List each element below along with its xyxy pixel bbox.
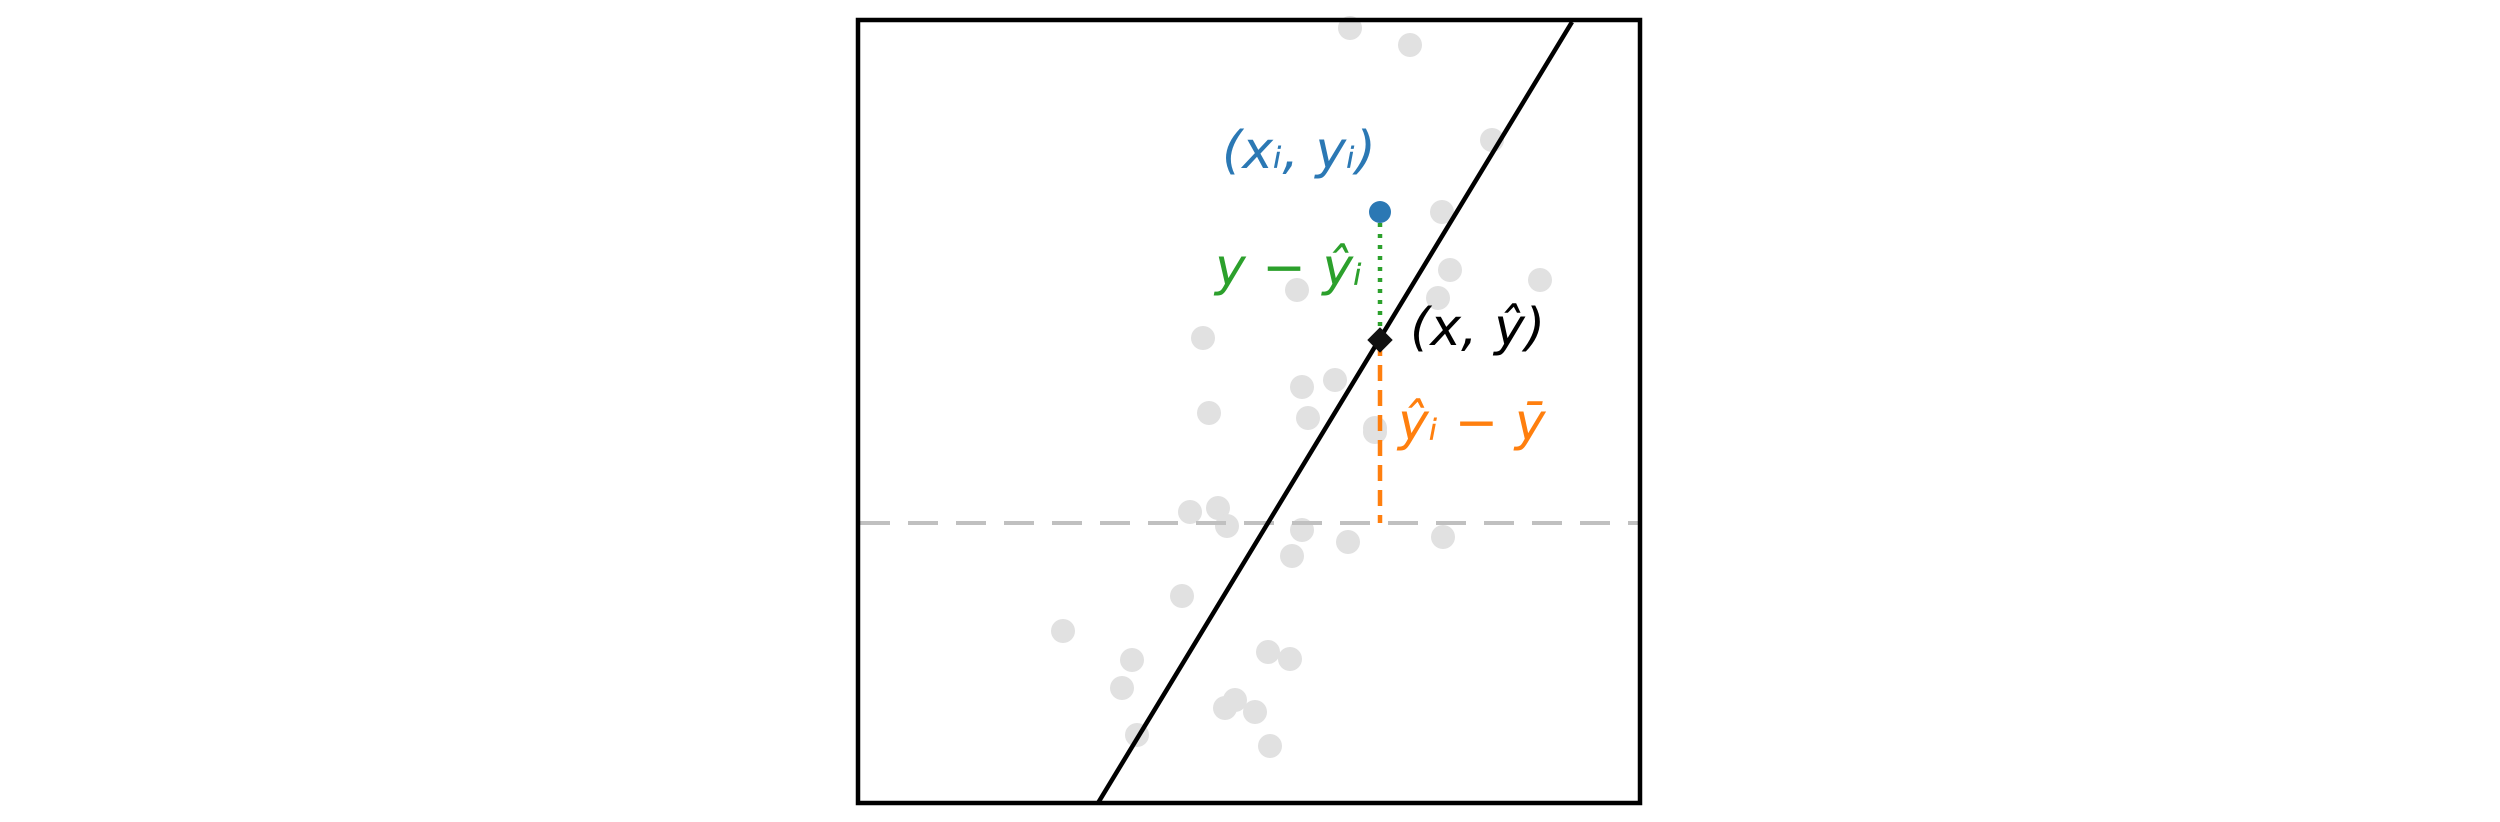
- explained-label: ŷᵢ − ȳ: [1396, 393, 1547, 453]
- background-scatter-points: [1051, 16, 1552, 758]
- scatter-point: [1178, 500, 1202, 524]
- scatter-point: [1296, 406, 1320, 430]
- regression-line: [1096, 20, 1574, 805]
- scatter-point: [1280, 544, 1304, 568]
- observed-point: [1369, 201, 1391, 223]
- scatter-point: [1170, 584, 1194, 608]
- plot-frame: [855, 17, 1643, 806]
- scatter-point: [1215, 514, 1239, 538]
- scatter-point: [1323, 368, 1347, 392]
- scatter-point: [1290, 375, 1314, 399]
- fitted-point-label: (x, ŷ): [1410, 298, 1545, 358]
- scatter-point: [1120, 648, 1144, 672]
- scatter-point: [1256, 640, 1280, 664]
- scatter-point: [1336, 530, 1360, 554]
- scatter-point: [1197, 401, 1221, 425]
- scatter-point: [1430, 200, 1454, 224]
- scatter-point: [1398, 33, 1422, 57]
- scatter-point: [1051, 619, 1075, 643]
- scatter-point: [1191, 326, 1215, 350]
- scatter-point: [1528, 268, 1552, 292]
- scatter-point: [1438, 258, 1462, 282]
- scatter-point: [1243, 700, 1267, 724]
- scatter-point: [1431, 525, 1455, 549]
- scatter-point: [1278, 647, 1302, 671]
- scatter-point: [1363, 420, 1387, 444]
- scatter-point: [1426, 286, 1450, 310]
- observed-point-label: (xᵢ, yᵢ): [1222, 121, 1376, 181]
- scatter-point: [1258, 734, 1282, 758]
- scatter-point: [1110, 676, 1134, 700]
- scatter-point: [1213, 696, 1237, 720]
- residual-label: y − ŷᵢ: [1213, 238, 1362, 298]
- scatter-point: [1285, 278, 1309, 302]
- scatter-point: [1206, 496, 1230, 520]
